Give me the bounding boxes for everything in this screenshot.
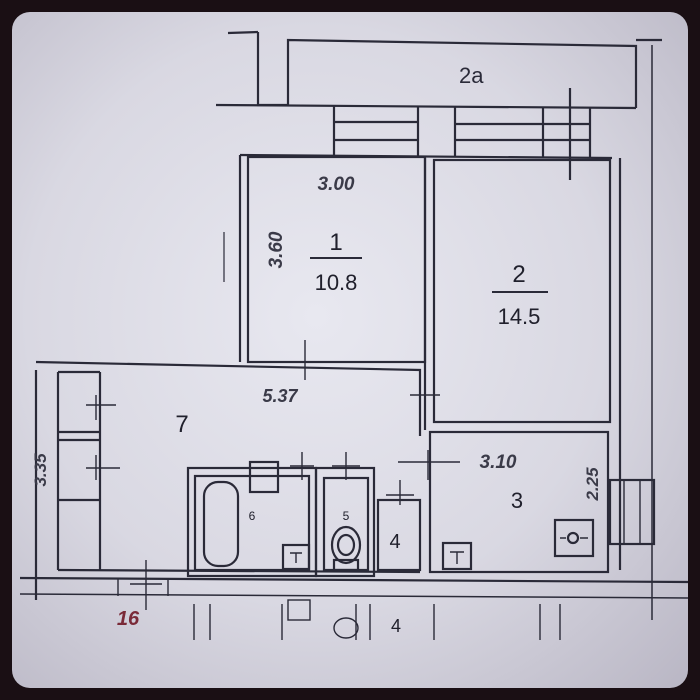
balcony-label: 2а bbox=[459, 63, 484, 88]
kitchen-sink bbox=[441, 541, 473, 571]
room-7-number: 7 bbox=[175, 411, 188, 438]
unit-number: 16 bbox=[117, 608, 140, 630]
bath-vent bbox=[248, 460, 280, 494]
room-2-area: 14.5 bbox=[498, 304, 541, 329]
balcony-window-jambs bbox=[332, 105, 592, 158]
room-1-height: 3.60 bbox=[266, 231, 287, 268]
neighbor-closet-number: 4 bbox=[391, 616, 401, 636]
stove bbox=[553, 518, 595, 558]
built-in-cabinets bbox=[58, 370, 100, 502]
room-3-number: 3 bbox=[511, 488, 523, 513]
bathroom-number: 6 bbox=[249, 509, 256, 523]
room-7-height: 3.35 bbox=[31, 453, 50, 487]
room-7-top-wall bbox=[35, 360, 422, 436]
wc-outline bbox=[314, 466, 376, 578]
closet-number: 4 bbox=[389, 531, 400, 553]
room-1-area: 10.8 bbox=[315, 270, 358, 295]
room-1-number: 1 bbox=[329, 229, 342, 256]
room-3-outline bbox=[428, 430, 610, 574]
floor-plan: 2а 3.00 3.60 1 10.8 2 14.5 5.37 7 3.35 3… bbox=[19, 30, 688, 640]
room-7-width: 5.37 bbox=[262, 386, 298, 406]
closet-outline bbox=[376, 498, 422, 572]
balcony-edge bbox=[215, 103, 637, 110]
room-3-width: 3.10 bbox=[480, 452, 517, 473]
room-2-outline bbox=[432, 158, 612, 424]
wc-number: 5 bbox=[343, 509, 350, 523]
toilet bbox=[330, 525, 362, 565]
room-1-width: 3.00 bbox=[318, 174, 355, 195]
bath-sink bbox=[281, 543, 311, 571]
balcony-wall bbox=[256, 32, 638, 108]
room-2-number: 2 bbox=[512, 261, 525, 288]
room-3-height: 2.25 bbox=[583, 467, 602, 502]
walls bbox=[19, 30, 688, 640]
bathtub bbox=[202, 480, 240, 568]
photo-frame: 2а 3.00 3.60 1 10.8 2 14.5 5.37 7 3.35 3… bbox=[12, 12, 688, 688]
balcony-window-panes bbox=[334, 120, 590, 142]
